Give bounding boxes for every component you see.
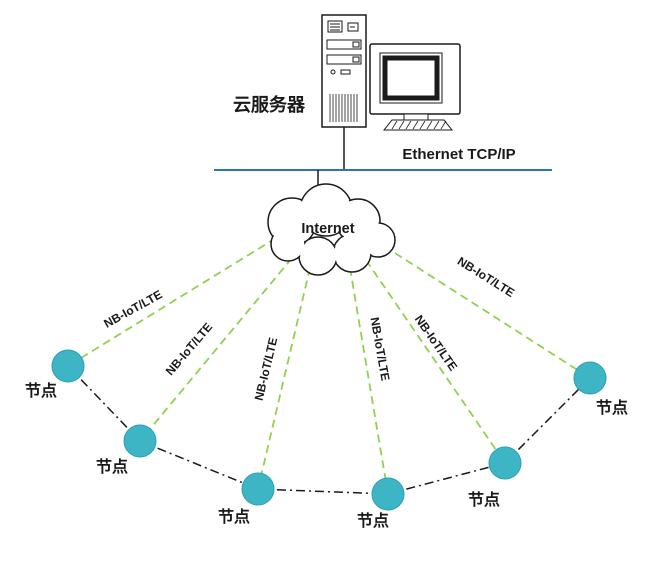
wireless-link-label: NB-IoT/LTE bbox=[455, 254, 517, 300]
node-chain-line bbox=[67, 365, 141, 442]
wireless-link-label: NB-IoT/LTE bbox=[368, 316, 393, 382]
node-label: 节点 bbox=[218, 507, 250, 526]
node-chain-line bbox=[387, 462, 506, 495]
wireless-link-label: NB-IoT/LTE bbox=[163, 320, 215, 378]
node-label: 节点 bbox=[596, 398, 628, 417]
wireless-link-line bbox=[383, 245, 591, 379]
server-tower-icon bbox=[321, 14, 367, 128]
wireless-links bbox=[67, 237, 591, 495]
wireless-link-line bbox=[139, 257, 293, 442]
wireless-link-label: NB-IoT/LTE bbox=[101, 287, 164, 330]
sensor-node bbox=[123, 424, 157, 458]
node-chain-line bbox=[257, 488, 389, 495]
node-chain-line bbox=[139, 440, 259, 490]
node-label: 节点 bbox=[25, 381, 57, 400]
wireless-link-line bbox=[365, 259, 506, 464]
sensor-node bbox=[488, 446, 522, 480]
node-label: 节点 bbox=[96, 457, 128, 476]
cloud-server-label: 云服务器 bbox=[233, 94, 306, 115]
node-label: 节点 bbox=[468, 490, 500, 509]
sensor-node bbox=[241, 472, 275, 506]
wireless-link-label: NB-IoT/LTE bbox=[412, 313, 460, 374]
node-chain-line bbox=[504, 377, 591, 464]
sensor-node bbox=[51, 349, 85, 383]
monitor-icon bbox=[369, 43, 461, 131]
wireless-link-line bbox=[257, 267, 311, 490]
sensor-node bbox=[573, 361, 607, 395]
wireless-link-line bbox=[67, 237, 277, 367]
ethernet-label: Ethernet TCP/IP bbox=[402, 146, 515, 163]
sensor-node bbox=[371, 477, 405, 511]
node-chain bbox=[67, 365, 591, 495]
internet-cloud: Internet bbox=[267, 183, 396, 276]
node-label: 节点 bbox=[357, 511, 389, 530]
sensor-nodes bbox=[51, 349, 607, 511]
internet-label: Internet bbox=[301, 221, 354, 237]
wireless-link-label: NB-IoT/LTE bbox=[252, 336, 281, 402]
